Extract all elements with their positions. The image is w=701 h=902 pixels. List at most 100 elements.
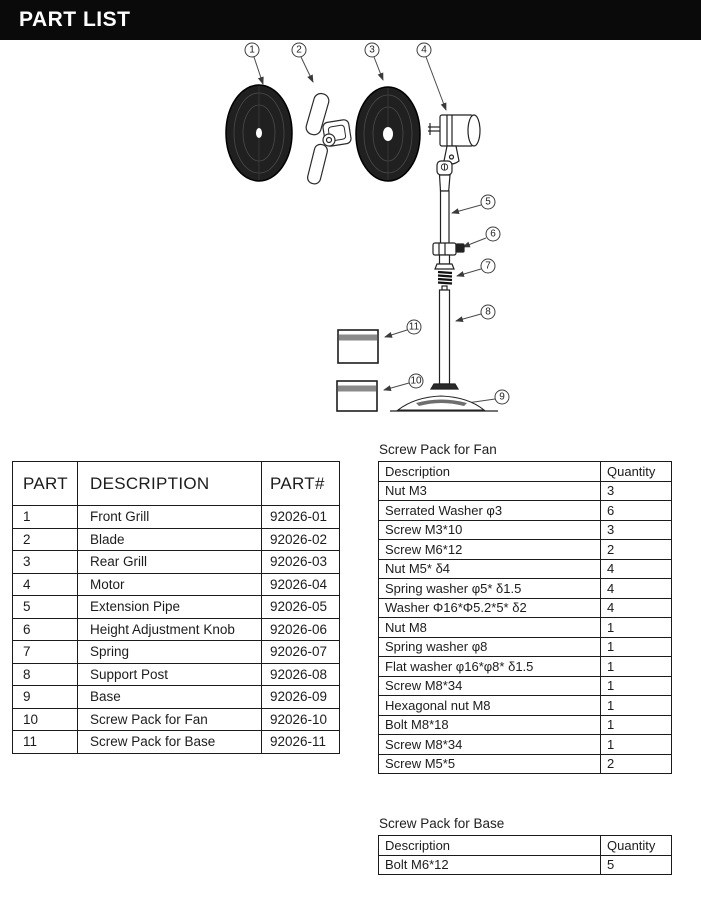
callout-1: 1 — [244, 42, 260, 58]
callout-10: 10 — [408, 373, 424, 389]
table-cell: 11 — [12, 730, 78, 754]
extension-pipe — [436, 160, 453, 254]
table-cell: Bolt M8*18 — [378, 714, 601, 735]
table-cell: 92026-03 — [261, 550, 340, 574]
table-cell: 1 — [600, 617, 672, 638]
table-cell: Support Post — [77, 662, 262, 686]
column-header: Quantity — [600, 461, 672, 482]
table-cell: 8 — [12, 662, 78, 686]
table-cell: Base — [77, 685, 262, 709]
table-cell: 1 — [12, 505, 78, 529]
height-adjustment-knob — [432, 242, 465, 270]
table-cell: 3 — [600, 519, 672, 540]
column-header: Description — [378, 835, 601, 856]
table-cell: 1 — [600, 695, 672, 716]
table-cell: Spring — [77, 640, 262, 664]
table-cell: Screw Pack for Fan — [77, 707, 262, 731]
table-cell: Spring washer φ8 — [378, 636, 601, 657]
column-header: PART — [12, 461, 78, 506]
table-cell: 92026-11 — [261, 730, 340, 754]
table-cell: 92026-01 — [261, 505, 340, 529]
base-pack-title: Screw Pack for Base — [379, 816, 505, 831]
table-cell: Hexagonal nut M8 — [378, 695, 601, 716]
leader-lines — [253, 56, 496, 406]
table-cell: 92026-02 — [261, 527, 340, 551]
support-post — [429, 285, 460, 390]
table-cell: 4 — [12, 572, 78, 596]
table-cell: Spring washer φ5* δ1.5 — [378, 578, 601, 599]
table-cell: 92026-08 — [261, 662, 340, 686]
table-cell: 92026-07 — [261, 640, 340, 664]
table-cell: Flat washer φ16*φ8* δ1.5 — [378, 656, 601, 677]
table-cell: Screw M8*34 — [378, 734, 601, 755]
table-cell: 6 — [600, 500, 672, 521]
table-cell: 2 — [600, 753, 672, 774]
callout-11: 11 — [406, 319, 422, 335]
callout-7: 7 — [480, 258, 496, 274]
callout-5: 5 — [480, 194, 496, 210]
table-cell: Screw Pack for Base — [77, 730, 262, 754]
table-cell: Washer Φ16*Φ5.2*5* δ2 — [378, 597, 601, 618]
table-cell: 5 — [600, 854, 672, 875]
table-cell: Rear Grill — [77, 550, 262, 574]
base — [390, 395, 498, 412]
spring — [437, 270, 453, 285]
table-cell: 4 — [600, 597, 672, 618]
table-cell: 1 — [600, 675, 672, 696]
table-cell: Front Grill — [77, 505, 262, 529]
table-cell: Screw M6*12 — [378, 539, 601, 560]
callout-6: 6 — [485, 226, 501, 242]
table-cell: Nut M5* δ4 — [378, 558, 601, 579]
table-cell: 92026-09 — [261, 685, 340, 709]
page-title: PART LIST — [19, 8, 131, 31]
callout-2: 2 — [291, 42, 307, 58]
screw-pack-bag-base — [336, 380, 378, 412]
table-cell: 1 — [600, 714, 672, 735]
table-cell: 92026-05 — [261, 595, 340, 619]
table-cell: Screw M8*34 — [378, 675, 601, 696]
callout-3: 3 — [364, 42, 380, 58]
table-cell: Nut M3 — [378, 480, 601, 501]
table-cell: 1 — [600, 656, 672, 677]
blade — [305, 92, 352, 185]
callout-4: 4 — [416, 42, 432, 58]
table-cell: 4 — [600, 578, 672, 599]
table-cell: Screw M3*10 — [378, 519, 601, 540]
table-cell: 4 — [600, 558, 672, 579]
table-cell: Height Adjustment Knob — [77, 617, 262, 641]
front-grill — [225, 84, 293, 182]
table-cell: 6 — [12, 617, 78, 641]
